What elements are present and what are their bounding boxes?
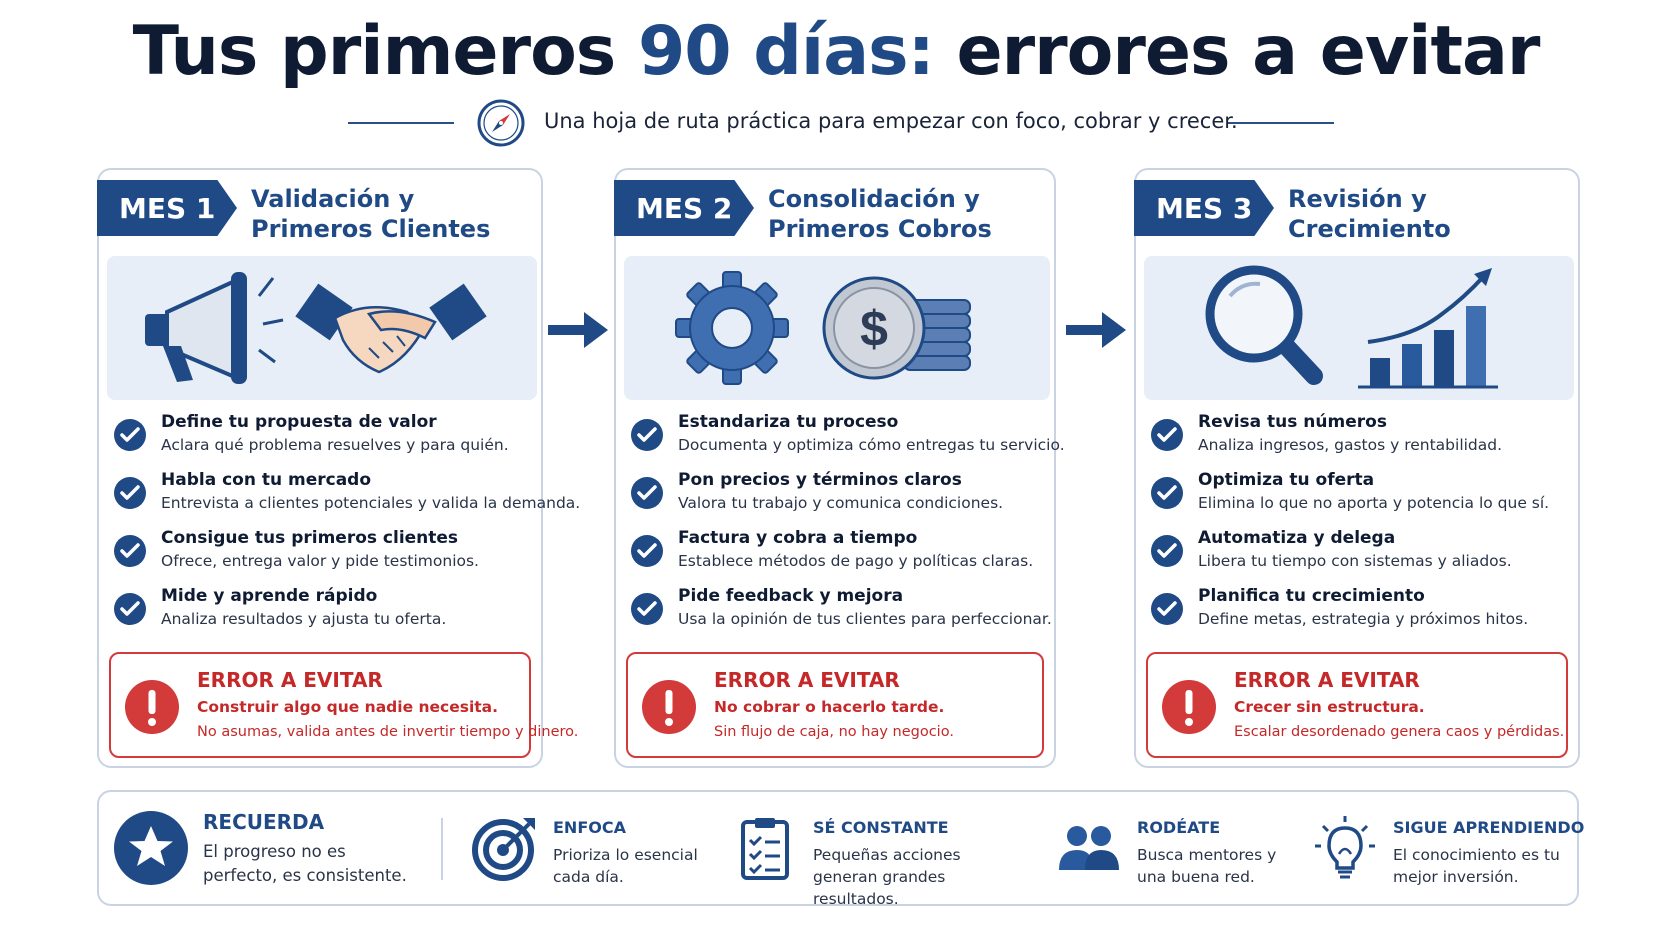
check-icon: [1151, 477, 1183, 509]
tips-bar: RECUERDA El progreso no es perfecto, es …: [97, 790, 1584, 908]
month-3-illustration: [1144, 256, 1574, 400]
divider: [441, 818, 443, 880]
list-item: Pon precios y términos claros Valora tu …: [630, 470, 1054, 528]
month-3-title: Revisión y Crecimiento: [1288, 185, 1451, 243]
arrow-right-icon: [548, 312, 608, 348]
month-3-checklist: Revisa tus números Analiza ingresos, gas…: [1150, 412, 1574, 644]
subtitle: Una hoja de ruta práctica para empezar c…: [544, 109, 1238, 133]
list-item: Automatiza y delega Libera tu tiempo con…: [1150, 528, 1574, 586]
remember-heading: RECUERDA: [203, 810, 325, 834]
check-icon: [1151, 593, 1183, 625]
svg-text:$: $: [860, 301, 888, 357]
subtitle-line-right: [1228, 122, 1334, 124]
month-1-illustration: [107, 256, 537, 400]
month-3-error-box: ERROR A EVITAR Crecer sin estructura. Es…: [1146, 652, 1568, 758]
list-item: Pide feedback y mejora Usa la opinión de…: [630, 586, 1054, 644]
page-title: Tus primeros 90 días: errores a evitar: [132, 12, 1541, 91]
month-2-error-box: ERROR A EVITAR No cobrar o hacerlo tarde…: [626, 652, 1044, 758]
people-icon: [1059, 826, 1119, 870]
month-2-tab: MES 2: [614, 180, 754, 236]
list-item: Estandariza tu proceso Documenta y optim…: [630, 412, 1065, 470]
arrow-right-icon: [1066, 312, 1126, 348]
gear-icon: [675, 271, 789, 385]
list-item: Habla con tu mercado Entrevista a client…: [113, 470, 580, 528]
list-item: Consigue tus primeros clientes Ofrece, e…: [113, 528, 537, 586]
warning-icon: [1162, 680, 1216, 734]
check-icon: [114, 535, 146, 567]
handshake-icon: [295, 283, 487, 374]
list-item: Mide y aprende rápido Analiza resultados…: [113, 586, 537, 644]
month-2-illustration: $: [624, 256, 1050, 400]
check-icon: [631, 535, 663, 567]
magnifier-icon: [1205, 265, 1323, 385]
month-2-title: Consolidación y Primeros Cobros: [768, 185, 992, 243]
check-icon: [631, 419, 663, 451]
check-icon: [1151, 419, 1183, 451]
star-icon: [114, 811, 188, 885]
month-1-error-box: ERROR A EVITAR Construir algo que nadie …: [109, 652, 578, 758]
list-item: Define tu propuesta de valor Aclara qué …: [113, 412, 537, 470]
check-icon: [1151, 535, 1183, 567]
megaphone-icon: [145, 272, 284, 384]
month-1-tab: MES 1: [97, 180, 237, 236]
check-icon: [114, 477, 146, 509]
check-icon: [631, 593, 663, 625]
list-item: Factura y cobra a tiempo Establece métod…: [630, 528, 1054, 586]
month-3-card: MES 3 Revisión y Crecimiento Re: [1134, 168, 1580, 768]
check-icon: [114, 593, 146, 625]
lightbulb-icon: [1315, 816, 1375, 879]
target-icon: [472, 818, 535, 881]
check-icon: [114, 419, 146, 451]
checklist-icon: [741, 818, 789, 880]
list-item: Revisa tus números Analiza ingresos, gas…: [1150, 412, 1574, 470]
warning-icon: [125, 680, 179, 734]
month-1-title: Validación y Primeros Clientes: [251, 185, 491, 243]
month-2-checklist: Estandariza tu proceso Documenta y optim…: [630, 412, 1065, 644]
list-item: Planifica tu crecimiento Define metas, e…: [1150, 586, 1574, 644]
check-icon: [631, 477, 663, 509]
coins-icon: $: [822, 276, 971, 380]
remember-text: El progreso no es perfecto, es consisten…: [203, 842, 407, 885]
month-1-card: MES 1 Validación y Primeros Clientes: [97, 168, 580, 768]
month-1-checklist: Define tu propuesta de valor Aclara qué …: [113, 412, 580, 644]
month-3-tab: MES 3: [1134, 180, 1274, 236]
subtitle-row: Una hoja de ruta práctica para empezar c…: [0, 96, 1672, 150]
compass-icon: [477, 99, 525, 147]
subtitle-line-left: [348, 122, 454, 124]
list-item: Optimiza tu oferta Elimina lo que no apo…: [1150, 470, 1574, 528]
growth-chart-icon: [1358, 268, 1498, 389]
month-2-card: MES 2 Consolidación y Primeros Cobros: [614, 168, 1065, 768]
warning-icon: [642, 680, 696, 734]
